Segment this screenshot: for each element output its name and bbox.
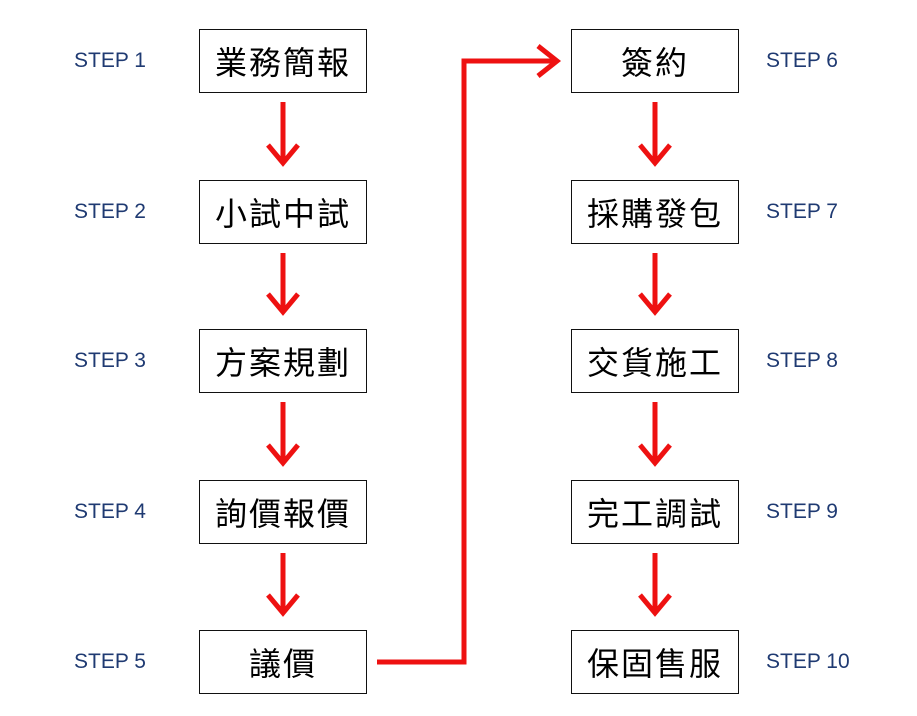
arrow-step6-to-step7 [638, 102, 672, 167]
step-4-label: STEP 4 [74, 500, 146, 523]
step-4-box: 詢價報價 [199, 480, 367, 544]
arrow-step2-to-step3 [266, 253, 300, 316]
step-5-label: STEP 5 [74, 650, 146, 673]
step-9-label: STEP 9 [766, 500, 838, 523]
step-10-box: 保固售服 [571, 630, 739, 694]
step-5-box: 議價 [199, 630, 367, 694]
step-2-label: STEP 2 [74, 200, 146, 223]
arrow-step8-to-step9 [638, 402, 672, 467]
arrow-step3-to-step4 [266, 402, 300, 467]
arrow-step5-to-step6 [377, 44, 562, 665]
step-3-label: STEP 3 [74, 349, 146, 372]
step-6-label: STEP 6 [766, 49, 838, 72]
arrow-step7-to-step8 [638, 253, 672, 316]
arrow-step1-to-step2 [266, 102, 300, 167]
step-8-box: 交貨施工 [571, 329, 739, 393]
arrow-step9-to-step10 [638, 553, 672, 617]
step-2-box: 小試中試 [199, 180, 367, 244]
step-10-label: STEP 10 [766, 650, 850, 673]
step-6-box: 簽約 [571, 29, 739, 93]
step-7-label: STEP 7 [766, 200, 838, 223]
arrow-step4-to-step5 [266, 553, 300, 617]
step-1-label: STEP 1 [74, 49, 146, 72]
step-7-box: 採購發包 [571, 180, 739, 244]
step-3-box: 方案規劃 [199, 329, 367, 393]
step-1-box: 業務簡報 [199, 29, 367, 93]
step-8-label: STEP 8 [766, 349, 838, 372]
step-9-box: 完工調試 [571, 480, 739, 544]
